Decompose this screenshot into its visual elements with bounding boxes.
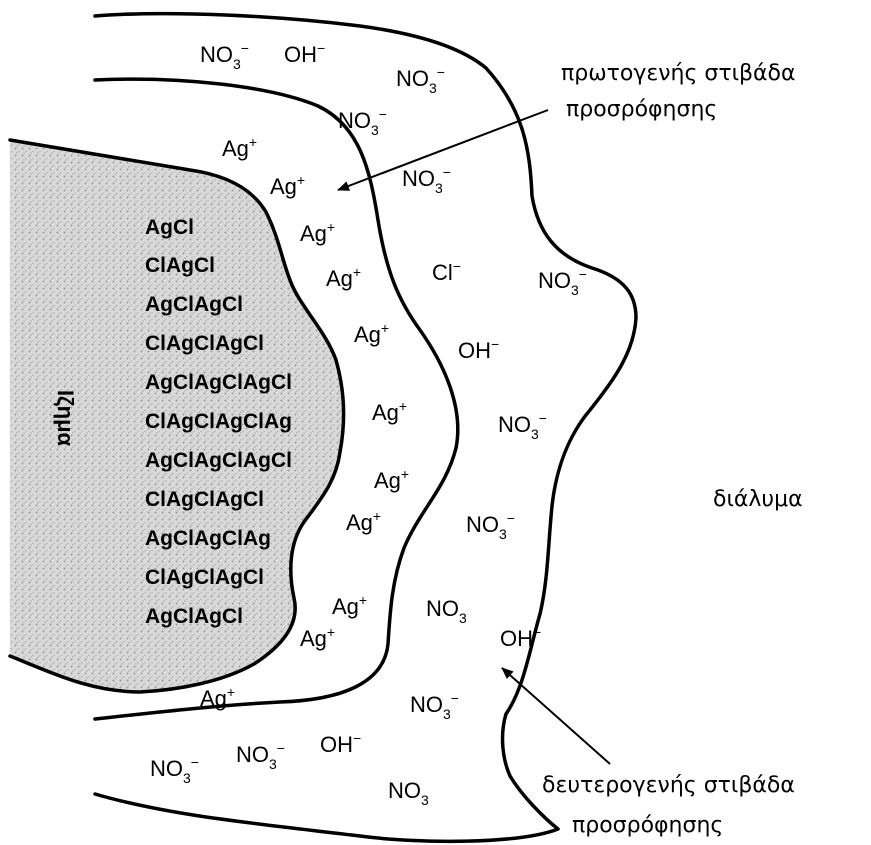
- nitrate-ion: NO3: [388, 778, 429, 808]
- silver-ion: Ag+: [332, 592, 367, 619]
- nitrate-ion: NO3−: [498, 410, 547, 442]
- compound-line: AgClAgCl: [145, 293, 243, 316]
- nitrate-ion: NO3−: [338, 106, 387, 138]
- nitrate-ion: NO3: [426, 596, 467, 626]
- compound-line: AgClAgClAg: [145, 527, 271, 550]
- nitrate-ion: NO3−: [538, 266, 587, 298]
- solution-label: διάλυμα: [713, 487, 803, 512]
- compound-line: ClAgClAgCl: [145, 566, 264, 589]
- hydroxide-ion: OH−: [500, 624, 541, 651]
- chloride-ion: Cl−: [432, 258, 461, 285]
- compound-line: ClAgClAgClAg: [145, 410, 292, 433]
- hydroxide-ion: OH−: [284, 40, 325, 67]
- silver-ion: Ag+: [354, 320, 389, 347]
- compound-line: ClAgClAgCl: [145, 488, 264, 511]
- nitrate-ion: NO3−: [402, 164, 451, 196]
- precipitate-label: Ιζημα: [53, 390, 78, 447]
- nitrate-ion: NO3−: [396, 64, 445, 96]
- compound-line: ClAgCl: [145, 254, 215, 277]
- silver-ion: Ag+: [270, 172, 305, 199]
- compound-line: AgClAgClAgCl: [145, 449, 292, 472]
- nitrate-ion: NO3−: [410, 690, 459, 722]
- compound-line: ClAgClAgCl: [145, 332, 264, 355]
- silver-ion: Ag+: [300, 624, 335, 651]
- silver-ion: Ag+: [326, 264, 361, 291]
- silver-ion: Ag+: [374, 466, 409, 493]
- primary-layer-label-line2: προσρόφησης: [566, 97, 717, 122]
- nitrate-ion: NO3−: [200, 40, 249, 72]
- compound-line: AgClAgClAgCl: [145, 371, 292, 394]
- nitrate-ion: NO3−: [150, 754, 199, 786]
- hydroxide-ion: OH−: [458, 336, 499, 363]
- silver-ion: Ag+: [222, 134, 257, 161]
- hydroxide-ion: OH−: [320, 730, 361, 757]
- secondary-layer-label-line2: προσρόφησης: [572, 813, 723, 838]
- compound-line: AgClAgCl: [145, 605, 243, 628]
- silver-ion: Ag+: [300, 219, 335, 246]
- silver-ion: Ag+: [346, 508, 381, 535]
- nitrate-ion: NO3−: [236, 740, 285, 772]
- secondary-layer-arrow: [502, 668, 610, 764]
- silver-ion: Ag+: [372, 398, 407, 425]
- nitrate-ion: NO3−: [466, 510, 515, 542]
- secondary-layer-label-line1: δευτερογενής στιβάδα: [542, 773, 795, 798]
- compound-line: AgCl: [145, 216, 194, 239]
- primary-layer-label-line1: πρωτογενής στιβάδα: [561, 61, 796, 86]
